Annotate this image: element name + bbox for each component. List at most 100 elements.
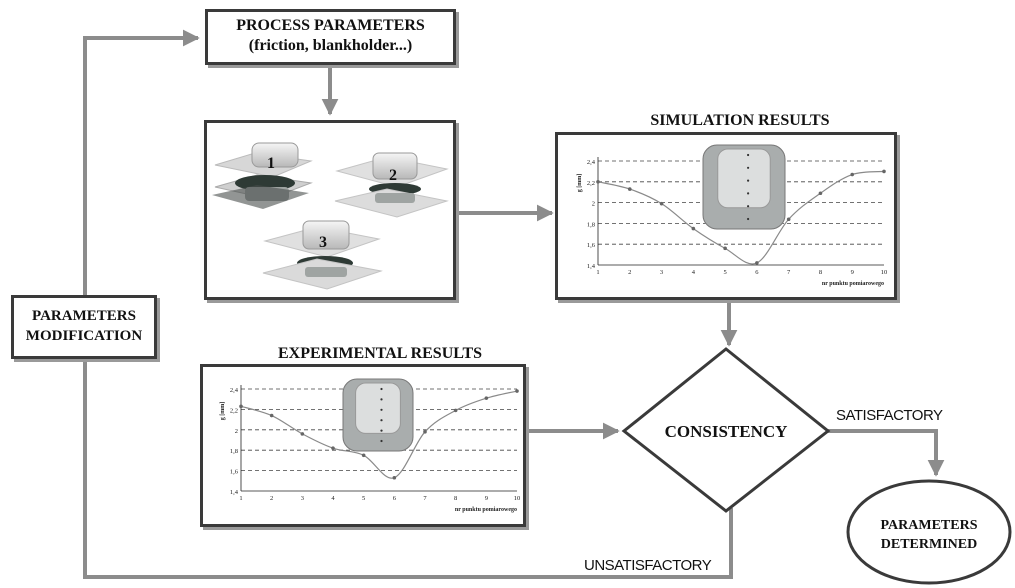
modification-line-2: MODIFICATION — [25, 328, 143, 344]
sim-data-point — [786, 217, 791, 222]
exp-xlabel: nr punktu pomiarowego — [455, 507, 517, 513]
forming-tools-illustration: 1 2 3 — [212, 142, 449, 290]
exp-xtick-label: 9 — [485, 495, 488, 502]
exp-xtick-label: 3 — [301, 495, 304, 502]
exp-ytick-label: 2 — [235, 428, 238, 435]
exp-xtick-label: 6 — [393, 495, 397, 502]
sim-ylabel: g [mm] — [577, 174, 583, 193]
forming-tools-box: 1 2 3 — [204, 120, 456, 300]
experimental-results-title: EXPERIMENTAL RESULTS — [277, 345, 483, 362]
forming-setup-3: 3 — [262, 220, 383, 290]
exp-part-image — [342, 378, 414, 452]
exp-ytick-label: 2,2 — [230, 407, 238, 414]
consistency-decision: CONSISTENCY — [621, 347, 831, 513]
sim-ytick-label: 1,8 — [587, 221, 595, 228]
arrow-consistency-to-determined — [827, 429, 945, 477]
sim-xtick-label: 1 — [596, 269, 599, 276]
arrow-modification-to-process — [83, 29, 200, 295]
sim-ytick-label: 2 — [592, 201, 595, 208]
exp-xtick-label: 8 — [454, 495, 457, 502]
sim-data-point — [596, 180, 600, 184]
exp-data-point — [453, 408, 458, 413]
satisfactory-label: SATISFACTORY — [836, 407, 943, 424]
sim-part-marker — [747, 205, 750, 208]
sim-xtick-label: 8 — [819, 269, 822, 276]
sim-part-marker — [747, 153, 750, 157]
parameters-determined-terminal: PARAMETERS DETERMINED — [846, 479, 1012, 585]
sim-part-marker — [747, 217, 750, 221]
sim-data-point — [882, 169, 886, 174]
setup-label-2: 2 — [389, 167, 397, 184]
sim-xtick-label: 10 — [881, 269, 888, 276]
sim-part-image — [702, 144, 786, 230]
exp-data-point — [300, 432, 305, 436]
sim-data-point — [755, 261, 759, 265]
exp-xtick-label: 4 — [331, 495, 335, 502]
sim-data-point — [627, 187, 632, 191]
exp-ytick-label: 1,6 — [230, 469, 239, 476]
modification-line-1: PARAMETERS — [32, 308, 136, 324]
exp-data-point — [392, 475, 397, 480]
exp-ytick-label: 1,4 — [230, 489, 239, 496]
exp-xtick-label: 2 — [270, 495, 273, 502]
determined-line-2: DETERMINED — [881, 537, 977, 552]
exp-part-marker — [380, 387, 383, 391]
sim-ytick-label: 2,2 — [587, 180, 595, 187]
exp-data-point — [515, 389, 519, 393]
exp-data-point — [361, 453, 366, 458]
sim-xlabel: nr punktu pomiarowego — [822, 281, 884, 287]
sim-xtick-label: 6 — [755, 269, 759, 276]
sim-xtick-label: 4 — [692, 269, 696, 276]
sim-data-point — [691, 226, 696, 231]
sim-data-point — [850, 172, 855, 177]
forming-setup-2: 2 — [334, 152, 449, 218]
simulation-results-title: SIMULATION RESULTS — [650, 112, 830, 129]
exp-ytick-label: 2,4 — [230, 387, 239, 394]
sim-series-line — [597, 170, 885, 265]
consistency-label: CONSISTENCY — [665, 422, 788, 441]
arrow-unsatisfactory-loop — [83, 360, 733, 579]
sim-xtick-label: 9 — [851, 269, 854, 276]
exp-data-point — [484, 396, 489, 400]
exp-data-point — [239, 404, 243, 409]
exp-data-point — [269, 413, 274, 418]
exp-xtick-label: 5 — [362, 495, 365, 502]
sim-data-point — [659, 201, 664, 206]
sim-xtick-label: 3 — [660, 269, 663, 276]
unsatisfactory-label: UNSATISFACTORY — [584, 557, 712, 574]
setup-label-1: 1 — [267, 155, 275, 172]
sim-part-marker — [747, 192, 750, 195]
sim-xtick-label: 5 — [723, 269, 726, 276]
sim-ytick-label: 1,4 — [587, 263, 596, 270]
sim-part-top — [717, 148, 771, 209]
exp-part-marker — [380, 439, 383, 443]
sim-data-point — [818, 191, 823, 196]
parameters-modification-box: PARAMETERS MODIFICATION — [11, 295, 157, 359]
process-parameters-subtitle: (friction, blankholder...) — [248, 37, 413, 54]
exp-ytick-label: 1,8 — [230, 448, 238, 455]
determined-line-1: PARAMETERS — [881, 518, 978, 533]
process-parameters-box: PROCESS PARAMETERS (friction, blankholde… — [205, 9, 456, 65]
exp-data-point — [423, 430, 427, 434]
exp-xtick-label: 10 — [514, 495, 521, 502]
sim-part-marker — [747, 166, 750, 169]
sim-ytick-label: 1,6 — [587, 242, 596, 249]
sim-xtick-label: 7 — [787, 269, 791, 276]
forming-setup-1: 1 — [212, 142, 313, 209]
exp-part-marker — [380, 419, 383, 422]
sim-xtick-label: 2 — [628, 269, 631, 276]
exp-data-point — [331, 446, 335, 450]
exp-series-line — [240, 390, 518, 479]
exp-part-marker — [380, 408, 383, 411]
process-parameters-title: PROCESS PARAMETERS — [236, 17, 425, 34]
exp-xtick-label: 7 — [423, 495, 427, 502]
exp-ylabel: g [mm] — [220, 402, 226, 421]
exp-part-top — [355, 382, 401, 434]
setup-label-3: 3 — [319, 234, 327, 251]
exp-part-marker — [380, 429, 383, 432]
sim-part-marker — [747, 179, 750, 182]
